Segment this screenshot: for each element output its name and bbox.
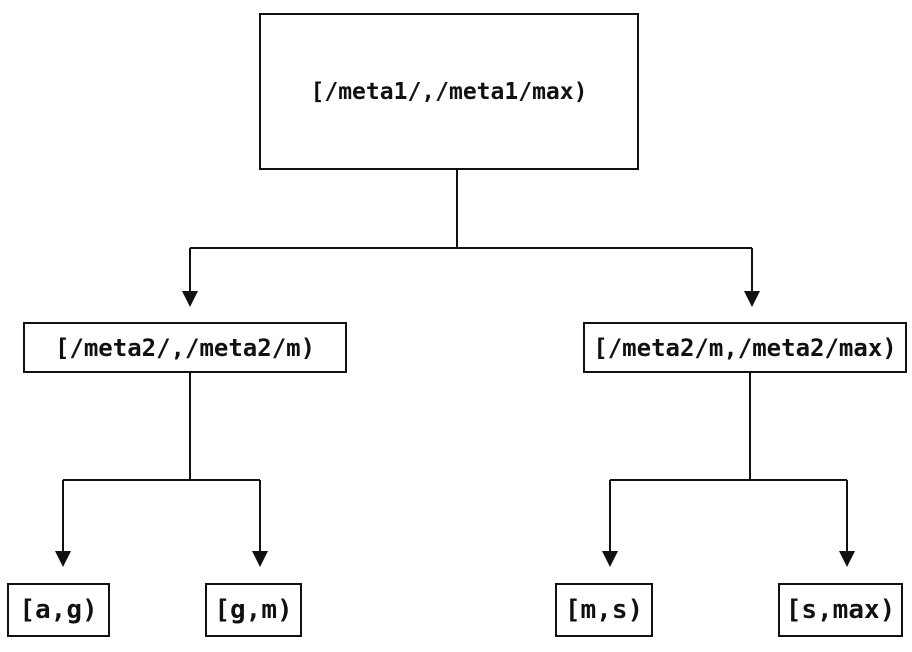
edge-right-child-stem [610,373,847,481]
node-leaf-1-label: [a,g) [19,595,98,625]
node-left-child: [/meta2/,/meta2/m) [23,322,347,373]
arrowhead-leaf-3 [602,551,618,567]
arrowhead-right-child [744,291,760,307]
node-root: [/meta1/,/meta1/max) [259,13,639,170]
node-leaf-1: [a,g) [7,583,110,637]
node-leaf-3-label: [m,s) [564,595,644,625]
node-leaf-4-label: [s,max) [785,595,896,625]
arrowhead-leaf-2 [252,551,268,567]
node-leaf-3: [m,s) [555,583,653,637]
edge-left-child-stem [63,373,260,481]
node-left-child-label: [/meta2/,/meta2/m) [54,333,316,362]
edge-root-stem [190,170,752,249]
arrowhead-leaf-4 [839,551,855,567]
node-leaf-2-label: [g,m) [214,595,293,625]
node-leaf-4: [s,max) [778,583,903,637]
node-right-child-label: [/meta2/m,/meta2/max) [593,333,897,362]
node-right-child: [/meta2/m,/meta2/max) [583,322,907,373]
node-leaf-2: [g,m) [205,583,302,637]
arrowhead-leaf-1 [55,551,71,567]
node-root-label: [/meta1/,/meta1/max) [310,78,588,105]
arrowhead-left-child [182,291,198,307]
